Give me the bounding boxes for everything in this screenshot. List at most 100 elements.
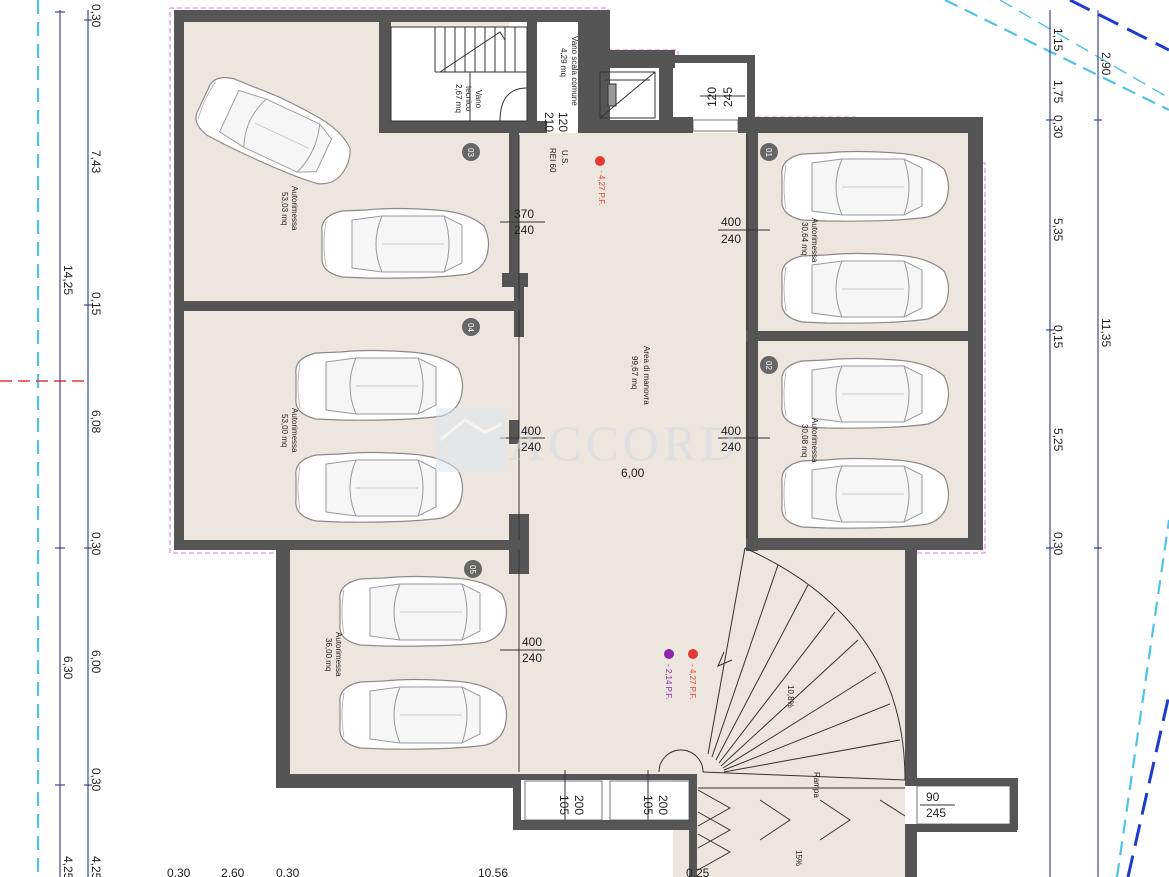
us-label: U.S.	[560, 150, 569, 166]
elevator	[599, 71, 656, 119]
dim-bottom-1: 0,30	[167, 866, 191, 877]
opening-3-w: 400	[521, 424, 541, 438]
opening-4-h: 240	[721, 440, 741, 454]
dim-right-2: 1,75	[1051, 80, 1065, 104]
room-04-num: 04	[466, 323, 475, 332]
room-03-name: Autorimessa	[290, 186, 299, 231]
car-01a	[781, 150, 950, 222]
dimension-texts: 14,25 6,30 4,25 0,30 7,43 0,15 6,08 0,30…	[61, 4, 1113, 877]
opening-9-w: 90	[926, 790, 940, 804]
tecnico-name2: tecnico	[464, 86, 473, 112]
slope-label-2: 15%	[794, 850, 803, 866]
opening-4-w: 400	[721, 424, 741, 438]
room-05-area: 36,00 mq	[324, 638, 333, 671]
room-04-name: Autorimessa	[290, 408, 299, 453]
opening-marks	[500, 95, 955, 820]
opening-8-w: 200	[656, 795, 670, 815]
scala-area: 4,29 mq	[559, 48, 568, 77]
level-label-1: - 4,27 P.F.	[597, 170, 606, 205]
opening-6-w: 120	[705, 87, 719, 107]
dim-left-8: 4,25	[89, 856, 103, 877]
dim-right-outer-b: 11,35	[1099, 318, 1113, 347]
rei-label: REI 60	[548, 148, 557, 173]
dimension-lines	[55, 10, 1102, 877]
room-01-num: 01	[764, 148, 773, 157]
dim-right-1: 1,15	[1051, 28, 1065, 52]
room-04-area: 53,00 mq	[280, 414, 289, 447]
stair-core	[390, 26, 528, 122]
level-label-2: - 4,27 P.F.	[688, 664, 697, 699]
opening-8-h: 105	[641, 795, 655, 815]
room-05-name: Autorimessa	[334, 632, 343, 677]
car-01b	[781, 252, 950, 324]
room-03-num: 03	[466, 148, 475, 157]
room-02-area: 30,08 mq	[800, 424, 809, 457]
dim-bottom-2: 2,60	[221, 866, 245, 877]
dim-right-outer-a: 2,90	[1099, 52, 1113, 76]
opening-9-h: 245	[926, 806, 946, 820]
car-02b	[781, 457, 950, 529]
room-02-num: 02	[764, 361, 773, 370]
level-markers	[595, 156, 698, 659]
dim-left-bottom: 4,25	[61, 856, 75, 877]
opening-10-h: 210	[542, 112, 556, 132]
doors	[518, 135, 748, 772]
dim-right-3: 0,30	[1051, 115, 1065, 139]
opening-2-w: 400	[721, 215, 741, 229]
tecnico-area: 2,67 mq	[454, 84, 463, 113]
opening-6-h: 245	[721, 87, 735, 107]
room-01-area: 30,64 mq	[800, 222, 809, 255]
opening-texts: 370 240 400 240 400 240 400 240 400 240 …	[514, 87, 946, 820]
dim-bottom-3: 0,30	[276, 866, 300, 877]
dim-bottom-5: 0,25	[686, 866, 710, 877]
watermark: ACCORD	[436, 408, 740, 472]
dim-left-4: 6,08	[89, 410, 103, 434]
opening-2-h: 240	[721, 232, 741, 246]
dim-left-1: 0,30	[89, 4, 103, 28]
opening-7-h: 105	[557, 795, 571, 815]
room-labels: 03 Autorimessa 53,03 mq 04 Autorimessa 5…	[280, 36, 821, 866]
room-badges	[462, 143, 778, 578]
opening-7-w: 200	[572, 795, 586, 815]
dim-right-4: 5,35	[1051, 218, 1065, 242]
level-label-3: - 2,14 P.F.	[664, 664, 673, 699]
opening-1-h: 240	[514, 223, 534, 237]
dim-right-6: 5,25	[1051, 428, 1065, 452]
walls	[174, 10, 1018, 877]
car-03b	[321, 207, 490, 279]
dim-left-total2: 6,30	[61, 656, 75, 680]
room-02-name: Autorimessa	[810, 418, 819, 463]
dim-bottom-4: 10,56	[478, 866, 508, 877]
dim-left-5: 0,30	[89, 532, 103, 556]
rampa-label: Rampa	[812, 772, 821, 798]
dim-left-6: 6,00	[89, 650, 103, 674]
dim-center-width: 6,00	[621, 466, 645, 480]
manovra-name: Area di manovra	[642, 346, 651, 405]
room-05-num: 05	[468, 565, 477, 574]
car-02a	[781, 357, 950, 429]
room-03-area: 53,03 mq	[280, 192, 289, 225]
dim-right-7: 0,30	[1051, 532, 1065, 556]
dim-left-3: 0,15	[89, 292, 103, 316]
dim-left-7: 0,30	[89, 768, 103, 792]
tecnico-name1: Vano	[474, 90, 483, 109]
manovra-area: 99,67 mq	[630, 356, 639, 389]
opening-5-h: 240	[522, 651, 542, 665]
watermark-text: ACCORD	[508, 415, 740, 471]
dim-right-5: 0,15	[1051, 325, 1065, 349]
opening-10-w: 120	[556, 112, 570, 132]
dim-left-total: 14,25	[61, 265, 75, 295]
car-05b	[339, 678, 508, 750]
car-05a	[339, 575, 508, 647]
scala-name: Vano scala comune	[570, 36, 579, 106]
wall-openings	[524, 119, 1011, 825]
room-01-name: Autorimessa	[810, 218, 819, 263]
opening-3-h: 240	[521, 440, 541, 454]
dim-left-2: 7,43	[89, 150, 103, 174]
slope-label-1: 10,8%	[786, 685, 795, 708]
opening-1-w: 370	[514, 207, 534, 221]
spiral-ramp	[658, 547, 906, 871]
opening-5-w: 400	[522, 635, 542, 649]
